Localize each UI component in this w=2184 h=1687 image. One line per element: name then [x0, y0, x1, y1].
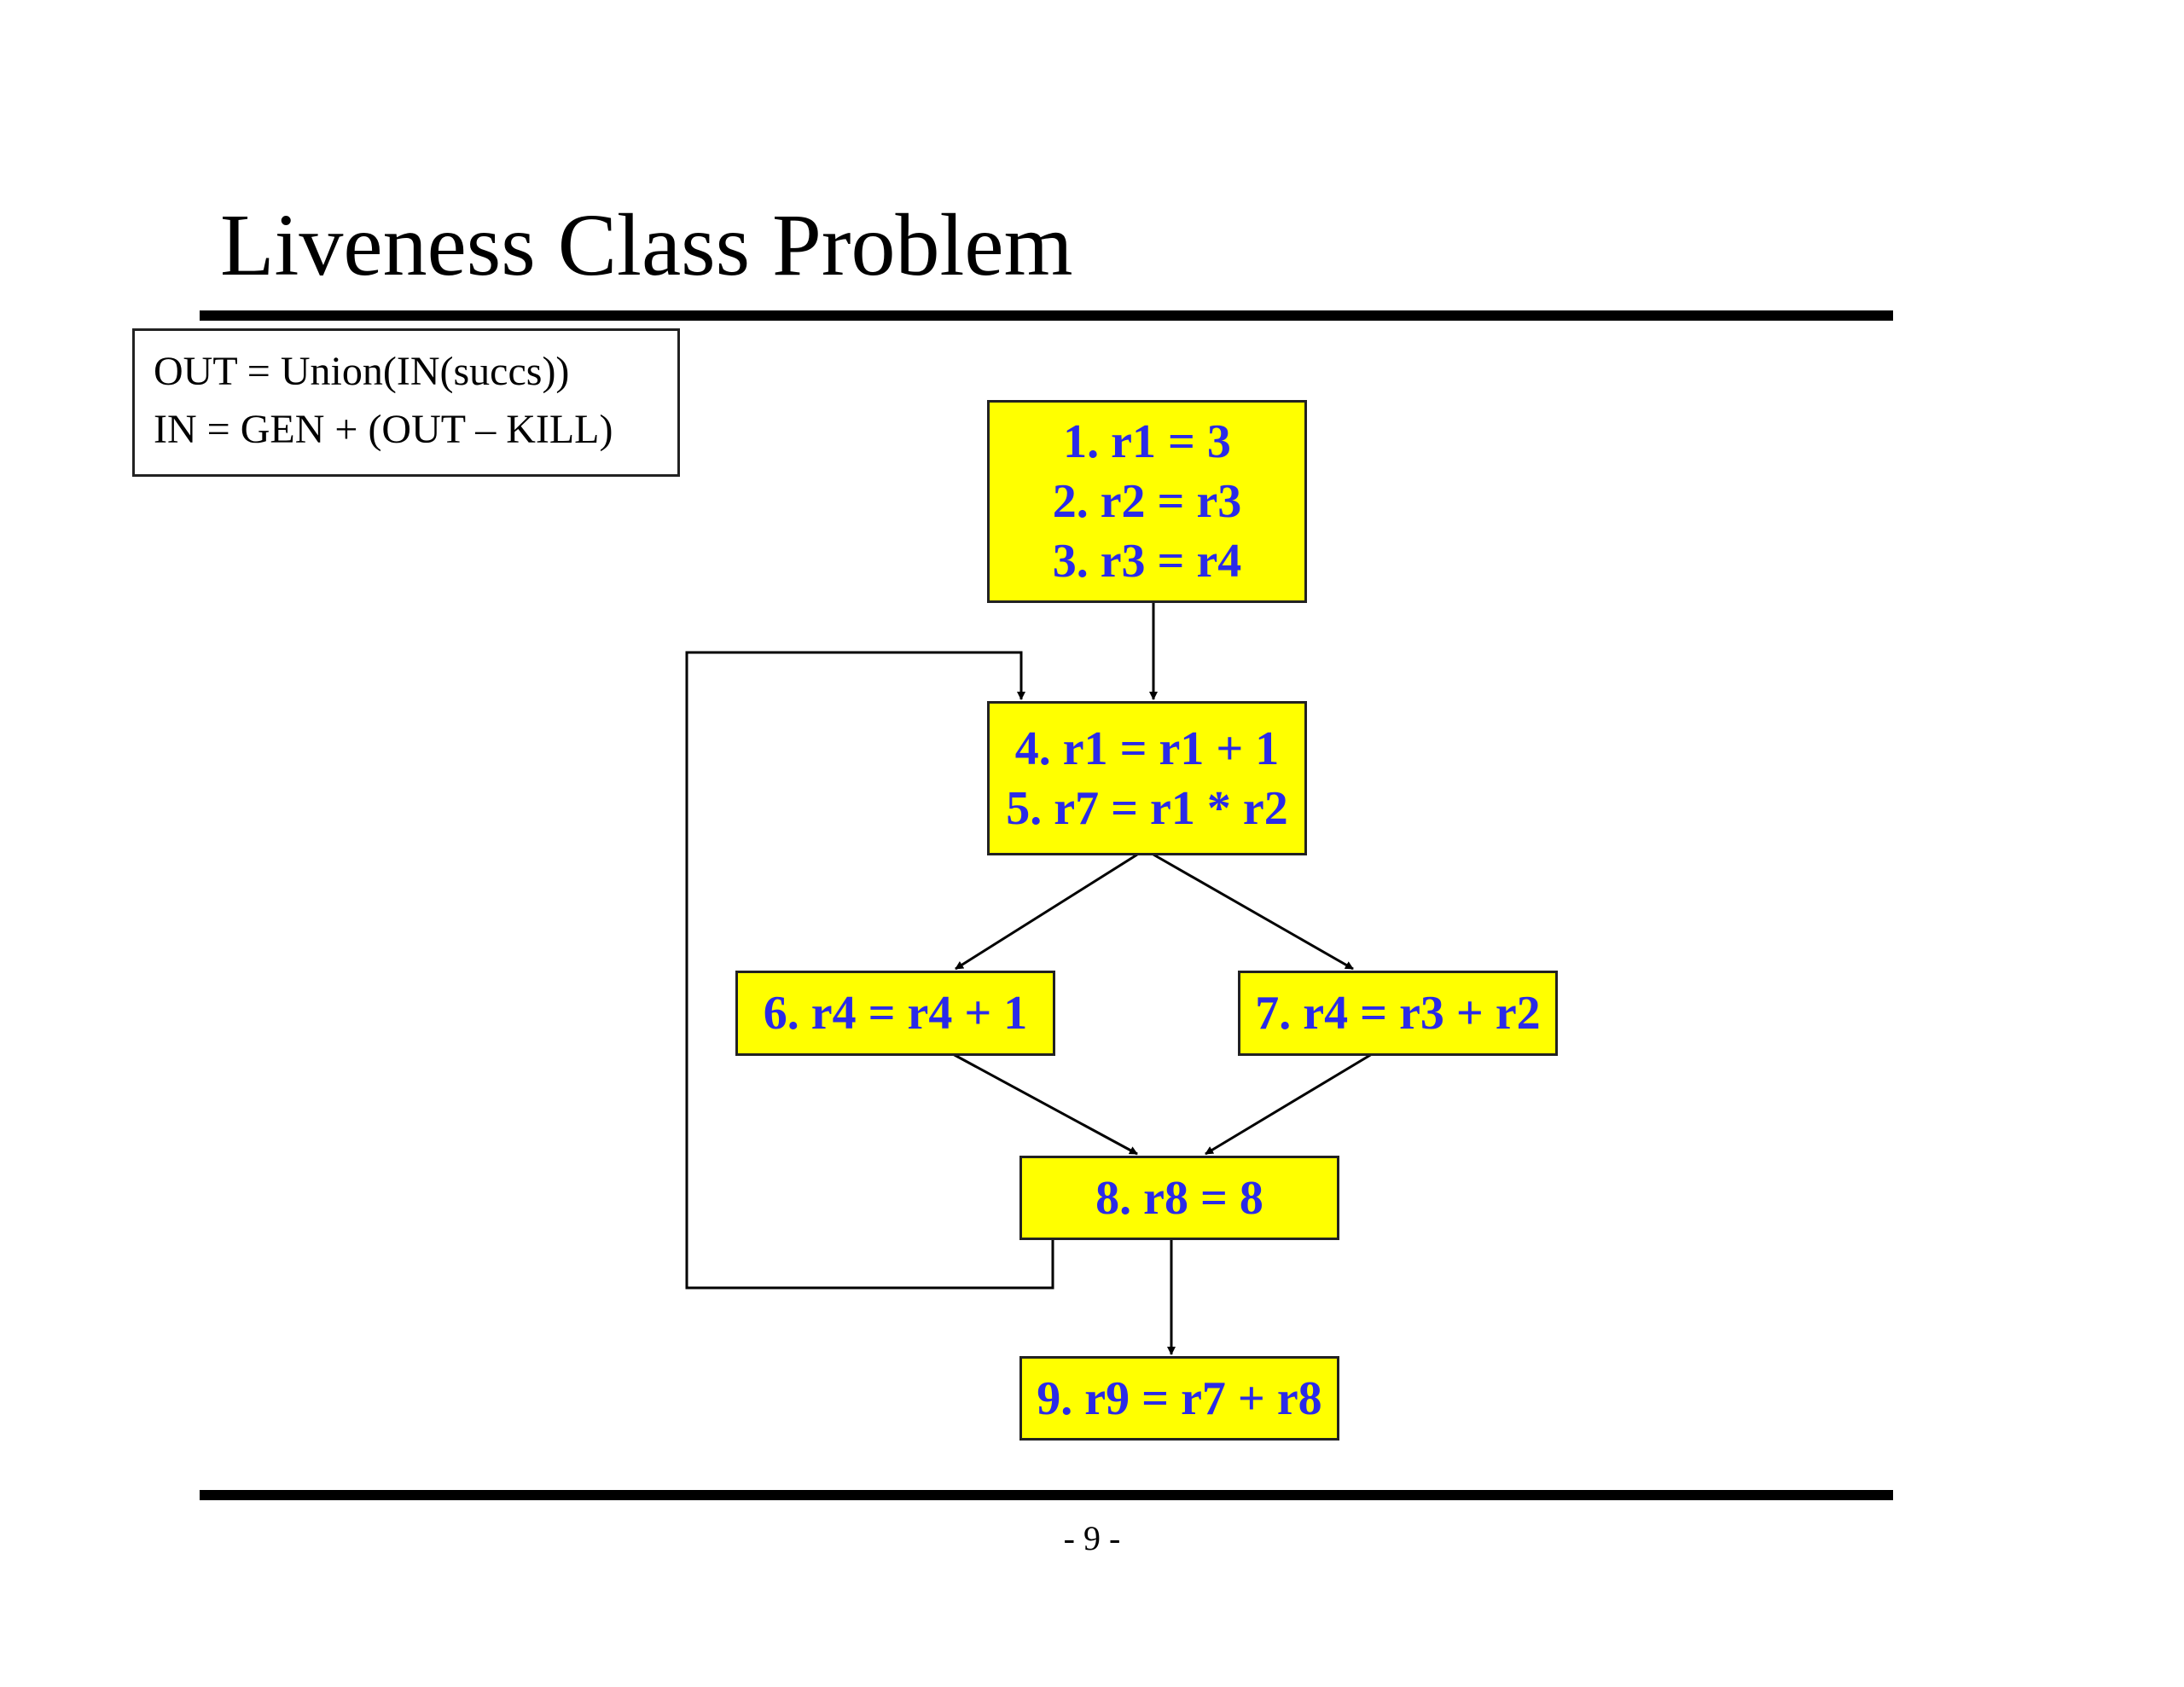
instruction-7: 7. r4 = r3 + r2 [1255, 987, 1541, 1040]
formula-box: OUT = Union(IN(succs)) IN = GEN + (OUT –… [132, 328, 680, 477]
basic-block-1: 1. r1 = 3 2. r2 = r3 3. r3 = r4 [987, 400, 1307, 603]
formula-in: IN = GEN + (OUT – KILL) [154, 407, 613, 452]
page-number: - 9 - [1063, 1519, 1121, 1557]
edge-bb5-bb2-back [685, 651, 1054, 1290]
instruction-9: 9. r9 = r7 + r8 [1037, 1371, 1322, 1425]
top-rule [200, 310, 1893, 321]
formula-out: OUT = Union(IN(succs)) [154, 349, 570, 394]
instruction-8: 8. r8 = 8 [1095, 1171, 1263, 1225]
basic-block-4: 7. r4 = r3 + r2 [1238, 971, 1558, 1056]
basic-block-5: 8. r8 = 8 [1019, 1156, 1339, 1240]
slide-title: Liveness Class Problem [220, 196, 1073, 294]
instruction-3: 3. r3 = r4 [1052, 535, 1242, 588]
bottom-rule [200, 1490, 1893, 1500]
edge-bb4-bb5 [1205, 1052, 1373, 1156]
edge-bb3-bb5 [952, 1052, 1138, 1156]
basic-block-3: 6. r4 = r4 + 1 [735, 971, 1055, 1056]
basic-block-2: 4. r1 = r1 + 1 5. r7 = r1 * r2 [987, 701, 1307, 855]
edge-bb2-bb3 [955, 853, 1138, 971]
instruction-4: 4. r1 = r1 + 1 [1014, 722, 1280, 775]
instruction-6: 6. r4 = r4 + 1 [763, 987, 1028, 1040]
basic-block-6: 9. r9 = r7 + r8 [1019, 1356, 1339, 1441]
instruction-5: 5. r7 = r1 * r2 [1006, 781, 1288, 835]
instruction-1: 1. r1 = 3 [1063, 415, 1231, 468]
instruction-2: 2. r2 = r3 [1052, 475, 1242, 528]
edge-bb2-bb4 [1153, 853, 1354, 971]
